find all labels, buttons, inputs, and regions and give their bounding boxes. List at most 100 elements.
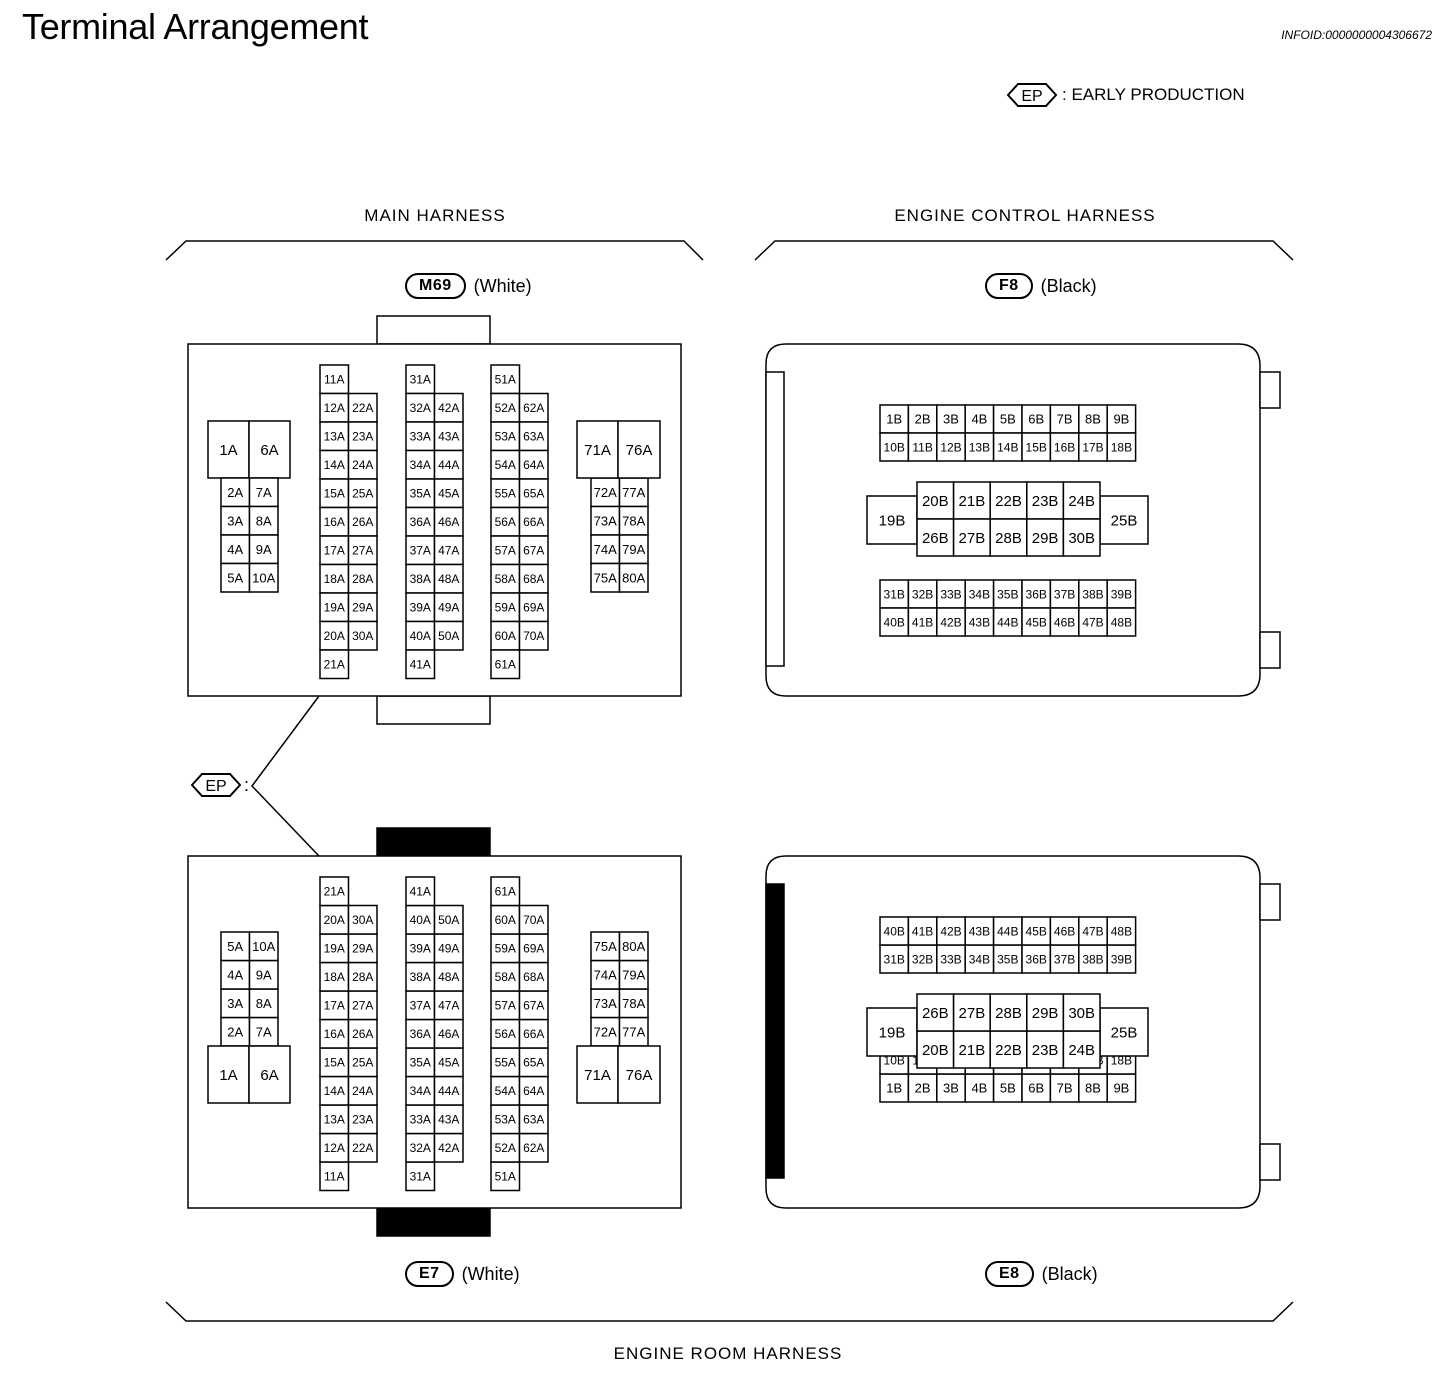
- terminal-label: 60A: [495, 913, 516, 927]
- terminal-label: 21B: [959, 1042, 986, 1059]
- terminal-cell: [879, 1073, 910, 1103]
- terminal-cell: [319, 535, 350, 566]
- connector-f8-right-tab-lower: [1259, 631, 1281, 669]
- terminal-label: 66A: [523, 1027, 544, 1041]
- terminal-cell: [1049, 579, 1080, 609]
- terminal-label: 33B: [940, 952, 961, 966]
- terminal-label: 48A: [438, 572, 459, 586]
- terminal-cell: [590, 931, 621, 962]
- terminal-cell: [319, 506, 350, 537]
- terminal-cell: [992, 404, 1023, 434]
- terminal-label: 28A: [352, 572, 373, 586]
- terminal-cell: [490, 876, 521, 907]
- terminal-label: 78A: [622, 996, 645, 1011]
- terminal-label: 23B: [1032, 1042, 1059, 1059]
- terminal-label: 76A: [626, 442, 653, 459]
- terminal-cell: [618, 477, 649, 508]
- terminal-cell: [1078, 1073, 1108, 1103]
- terminal-cell: [319, 620, 350, 651]
- ep-marker-badge-icon: EP: [190, 773, 242, 797]
- terminal-label: 30B: [1068, 1005, 1095, 1022]
- terminal-cell: [248, 959, 279, 990]
- terminal-label: 48B: [1111, 924, 1132, 938]
- terminal-cell: [1021, 607, 1052, 637]
- terminal-cell: [433, 1104, 464, 1135]
- terminal-cell: [618, 1016, 649, 1047]
- terminal-cell: [618, 505, 649, 536]
- terminal-cell: [936, 916, 966, 946]
- terminal-cell: [347, 990, 378, 1021]
- connector-label-e8: E8 (Black): [985, 1261, 1098, 1287]
- terminal-label: 45A: [438, 487, 459, 501]
- connector-code-f8: F8: [985, 273, 1033, 299]
- terminal-label: 73A: [594, 996, 617, 1011]
- terminal-label: 20B: [922, 1042, 949, 1059]
- terminal-label: 13A: [324, 430, 345, 444]
- terminal-label: 36B: [1026, 952, 1047, 966]
- terminal-cell: [248, 477, 279, 508]
- main-harness-header: MAIN HARNESS: [364, 206, 506, 225]
- terminal-cell: [518, 592, 549, 623]
- terminal-label: 65A: [523, 1056, 544, 1070]
- terminal-label: 11B: [912, 440, 932, 454]
- terminal-cell: [518, 1075, 549, 1106]
- terminal-label: 1A: [219, 442, 237, 459]
- terminal-label: 40A: [410, 629, 431, 643]
- terminal-label: 5A: [227, 939, 243, 954]
- terminal-cell: [433, 620, 464, 651]
- terminal-label: 34A: [410, 458, 431, 472]
- terminal-label: 47A: [438, 999, 459, 1013]
- terminal-cell: [433, 506, 464, 537]
- terminal-label: 18B: [1111, 1053, 1132, 1067]
- terminal-cell: [617, 1045, 661, 1104]
- terminal-cell: [405, 1047, 436, 1078]
- terminal-label: 43A: [438, 1113, 459, 1127]
- terminal-cell: [907, 916, 938, 946]
- terminal-label: 45A: [438, 1056, 459, 1070]
- terminal-label: 10A: [252, 570, 275, 585]
- terminal-label: 1B: [886, 412, 902, 427]
- terminal-cell: [220, 931, 251, 962]
- ep-marker-colon: :: [244, 774, 250, 795]
- terminal-cell: [347, 592, 378, 623]
- terminal-cell: [347, 620, 378, 651]
- terminal-label: 52A: [495, 1141, 516, 1155]
- terminal-label: 15A: [324, 487, 345, 501]
- terminal-cell: [433, 1018, 464, 1049]
- connector-code-e7: E7: [405, 1261, 454, 1287]
- terminal-label: 4A: [227, 542, 243, 557]
- terminal-cell: [618, 931, 649, 962]
- terminal-label: 50A: [438, 629, 459, 643]
- terminal-label: 27A: [352, 544, 373, 558]
- terminal-label: 24A: [352, 458, 373, 472]
- terminal-cell: [1062, 518, 1101, 557]
- terminal-cell: [1062, 1030, 1101, 1069]
- terminal-cell: [347, 1132, 378, 1163]
- terminal-cell: [405, 933, 436, 964]
- terminal-label: 41B: [912, 615, 933, 629]
- terminal-label: 16B: [1054, 440, 1075, 454]
- terminal-cell: [936, 944, 966, 974]
- terminal-label: 37A: [410, 999, 431, 1013]
- terminal-cell: [319, 1161, 350, 1192]
- terminal-label: 14B: [997, 440, 1018, 454]
- terminal-cell: [1106, 579, 1137, 609]
- terminal-label: 21A: [324, 658, 345, 672]
- terminal-label: 58A: [495, 572, 516, 586]
- terminal-cell: [1026, 518, 1065, 557]
- ep-badge-icon: EP: [1006, 83, 1058, 107]
- terminal-label: 26B: [922, 530, 949, 547]
- terminal-label: 80A: [622, 570, 645, 585]
- terminal-label: 51A: [495, 373, 516, 387]
- terminal-label: 35B: [997, 952, 1018, 966]
- terminal-label: 7B: [1057, 1081, 1073, 1096]
- terminal-label: 39B: [1111, 587, 1132, 601]
- terminal-cell: [347, 1104, 378, 1135]
- terminal-cell: [347, 392, 378, 423]
- terminal-label: 22B: [995, 1042, 1022, 1059]
- terminal-cell: [405, 904, 436, 935]
- terminal-cell: [319, 990, 350, 1021]
- terminal-cell: [319, 1132, 350, 1163]
- terminal-label: 36A: [410, 1027, 431, 1041]
- terminal-cell: [518, 933, 549, 964]
